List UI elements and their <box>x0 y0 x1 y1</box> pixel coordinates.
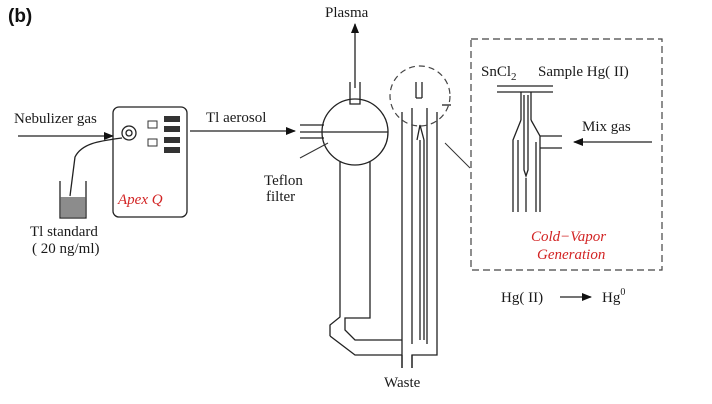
aerosol-inlet-tube <box>300 124 324 139</box>
separator-wall-left <box>512 119 522 212</box>
mix-gas-side-arm <box>540 135 562 149</box>
sncl2-label: SnCl2 <box>481 64 517 83</box>
plasma-label: Plasma <box>325 5 369 21</box>
reaction-product-base: Hg <box>602 290 621 306</box>
tl-standard-vial <box>59 181 87 219</box>
zoom-connector <box>444 142 471 169</box>
chamber-stem-left <box>329 162 341 336</box>
inner-reaction-tube <box>411 108 428 344</box>
drain-bottom <box>329 335 402 356</box>
inlet-capillary <box>415 82 423 99</box>
separator-inner-walls <box>517 140 537 212</box>
apex-display-bar <box>164 116 180 122</box>
capillary-tip <box>416 124 425 141</box>
nebulizer-port-outer <box>121 125 137 141</box>
apex-display-bar <box>164 137 180 143</box>
capillary-line <box>419 140 425 340</box>
cold-vapor-label: Cold−Vapor <box>531 229 606 245</box>
apex-display-bar <box>164 126 180 132</box>
chamber-stem-inner <box>344 162 371 341</box>
apex-display-bar <box>164 147 180 153</box>
nebulizer-gas-label: Nebulizer gas <box>14 111 97 127</box>
tl-aerosol-label: Tl aerosol <box>206 110 266 126</box>
cold-vapor-detail-box <box>470 38 663 271</box>
generation-label: Generation <box>537 247 605 263</box>
sample-tube <box>520 92 532 120</box>
apex-indicator <box>147 138 158 147</box>
panel-label: (b) <box>8 6 32 27</box>
uptake-tube <box>69 137 123 197</box>
zoom-circle <box>389 65 451 127</box>
waste-outlet <box>401 355 413 368</box>
reaction-product-sup: 0 <box>620 287 625 298</box>
reaction-reactant: Hg( II) <box>501 290 543 306</box>
apex-q-label: Apex Q <box>117 192 163 208</box>
capillary-tip-detail <box>523 150 529 179</box>
sncl2-subscript: 2 <box>511 71 517 83</box>
tl-standard-label: Tl standard <box>30 224 98 240</box>
teflon-label: Teflon <box>264 173 303 189</box>
tl-standard-liquid <box>60 197 86 218</box>
teflon-filter-pointer <box>299 142 329 159</box>
waste-label: Waste <box>384 375 421 391</box>
sncl2-base: SnCl <box>481 64 511 80</box>
teflon-filter-label: filter <box>266 189 295 205</box>
apex-indicator <box>147 120 158 129</box>
mix-gas-label: Mix gas <box>582 119 631 135</box>
tl-standard-concentration: ( 20 ng/ml) <box>32 241 100 257</box>
reaction-product: Hg0 <box>602 287 625 306</box>
nebulizer-port-inner <box>125 129 133 137</box>
inner-capillary <box>523 95 529 150</box>
apex-q-nebulizer-box <box>112 106 188 218</box>
torch-outlet <box>349 82 361 105</box>
sample-hg-label: Sample Hg( II) <box>538 64 629 80</box>
